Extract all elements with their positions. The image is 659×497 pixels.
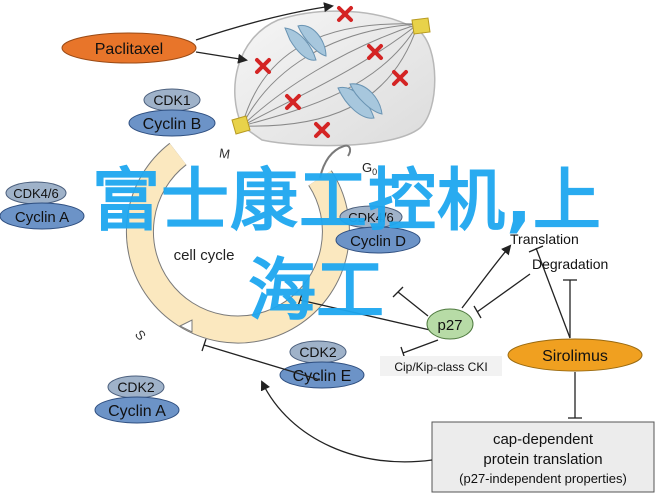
cyclin-d-label: Cyclin D (350, 233, 406, 250)
p27-label: p27 (437, 317, 462, 334)
inhibition-x-marks (255, 6, 408, 138)
cdk2-mid-label: CDK2 (299, 344, 337, 360)
cap-dependent-box: cap-dependent protein translation (p27-i… (431, 421, 655, 493)
x-mark (337, 6, 353, 22)
cdk1-label: CDK1 (153, 92, 191, 108)
degradation-label: Degradation (532, 256, 608, 272)
box-line-1: cap-dependent (493, 431, 594, 448)
cdk-left-label: CDK4/6 (13, 186, 59, 201)
sirolimus-label: Sirolimus (542, 348, 608, 365)
box-line-3: (p27-independent properties) (459, 471, 627, 486)
cyclin-b-label: Cyclin B (143, 116, 202, 133)
complex-cdk2-cyclin-a: CDK2 Cyclin A (94, 375, 180, 424)
cell-cycle-center-label: cell cycle (174, 247, 235, 264)
cyclin-e-label: Cyclin E (293, 368, 352, 385)
p27-inhibition-lines (201, 286, 439, 381)
p27-node: p27 (426, 308, 474, 340)
cki-label-box: Cip/Kip-class CKI (380, 356, 502, 376)
phase-g0-label: G0 (362, 160, 377, 177)
sirolimus-node: Sirolimus (507, 338, 643, 419)
translation-degradation: Translation Degradation (461, 231, 608, 339)
complex-cdk2-cyclin-e: CDK2 Cyclin E (279, 340, 365, 389)
complex-cdk1-cyclin-b: CDK1 Cyclin B (128, 88, 216, 137)
phase-s-label: S (132, 327, 149, 344)
cyclin-a-left-label: Cyclin A (15, 209, 69, 226)
box-line-2: protein translation (483, 451, 602, 468)
paclitaxel-label: Paclitaxel (95, 41, 163, 58)
cyclin-a-bottom-label: Cyclin A (108, 403, 166, 420)
paclitaxel-node: Paclitaxel (61, 32, 197, 64)
translation-label: Translation (510, 231, 579, 247)
x-mark (392, 70, 408, 86)
phase-m-label: M (218, 145, 231, 161)
cell-cycle-ring: M S cell cycle G0 (125, 142, 377, 344)
x-mark (314, 122, 330, 138)
cki-label: Cip/Kip-class CKI (394, 360, 487, 374)
feedback-arrow (260, 380, 433, 463)
paclitaxel-arrows (195, 2, 334, 64)
x-mark (285, 94, 301, 110)
x-mark (367, 44, 383, 60)
x-mark (255, 58, 271, 74)
mitotic-spindle (231, 10, 436, 147)
complex-cdk46-cyclin-d: CDK4/6 Cyclin D (335, 205, 421, 254)
cdk2-bottom-label: CDK2 (117, 379, 155, 395)
complex-left-cyclin-a: CDK4/6 Cyclin A (0, 181, 85, 230)
cdk46-label: CDK4/6 (348, 210, 394, 225)
